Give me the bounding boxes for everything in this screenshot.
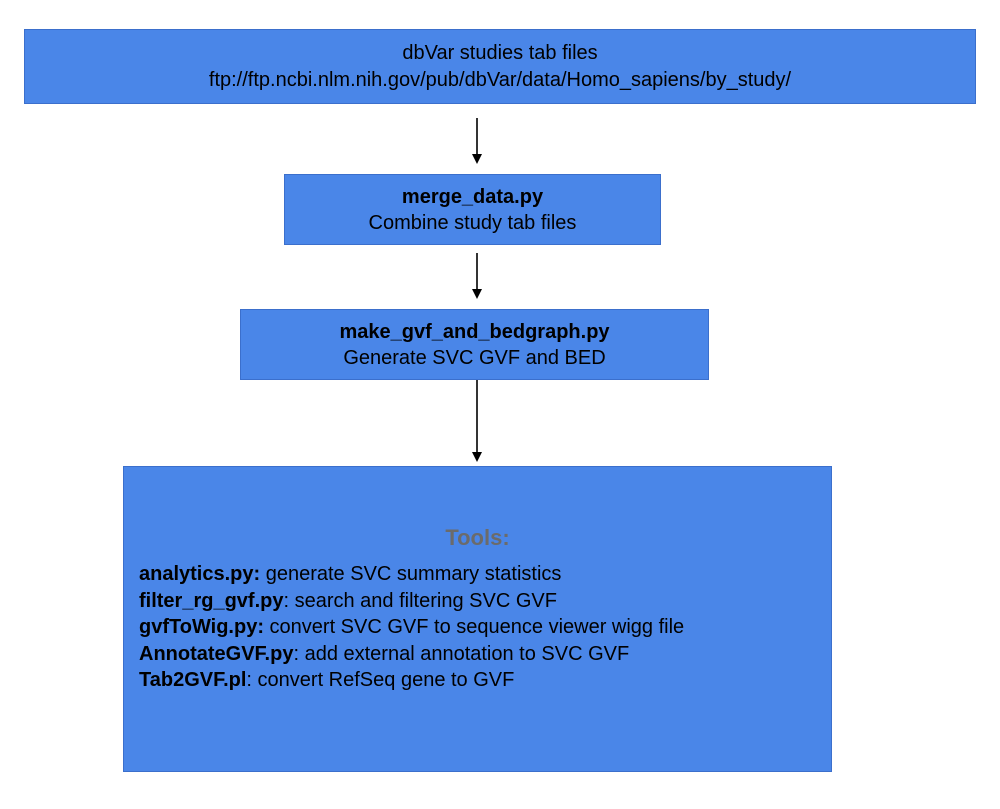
source-box: dbVar studies tab files ftp://ftp.ncbi.n… (24, 29, 976, 104)
tool-description: : convert RefSeq gene to GVF (246, 669, 515, 691)
tool-item: gvfToWig.py: convert SVC GVF to sequence… (139, 614, 684, 641)
tools-box: Tools: analytics.py: generate SVC summar… (123, 466, 832, 772)
source-title: dbVar studies tab files (402, 41, 598, 64)
arrowhead-make-to-tools (472, 452, 482, 462)
tool-name: filter_rg_gvf.py (139, 589, 284, 612)
make-description: Generate SVC GVF and BED (343, 346, 606, 369)
make-script-name: make_gvf_and_bedgraph.py (339, 320, 610, 343)
tool-name: analytics.py: (139, 563, 261, 585)
tool-item: AnnotateGVF.py: add external annotation … (139, 641, 684, 668)
make-box: make_gvf_and_bedgraph.py Generate SVC GV… (240, 309, 709, 380)
tool-item: analytics.py: generate SVC summary stati… (139, 561, 684, 588)
tool-item: Tab2GVF.pl: convert RefSeq gene to GVF (139, 667, 684, 694)
tool-name: AnnotateGVF.py (139, 642, 294, 665)
tool-name: Tab2GVF.pl (139, 669, 247, 691)
source-url: ftp://ftp.ncbi.nlm.nih.gov/pub/dbVar/dat… (208, 68, 792, 91)
merge-script-name: merge_data.py (401, 185, 544, 208)
merge-box: merge_data.py Combine study tab files (284, 174, 661, 245)
tool-description: convert SVC GVF to sequence viewer wigg … (263, 616, 685, 638)
tool-item: filter_rg_gvf.py: search and filtering S… (139, 588, 684, 615)
arrowhead-merge-to-make (472, 289, 482, 299)
tool-name: gvfToWig.py: (139, 616, 264, 638)
tool-description: : search and filtering SVC GVF (283, 589, 557, 612)
arrowhead-source-to-merge (472, 154, 482, 164)
tool-description: : add external annotation to SVC GVF (293, 642, 630, 665)
tools-list: analytics.py: generate SVC summary stati… (139, 561, 684, 694)
tool-description: generate SVC summary statistics (260, 563, 562, 585)
merge-description: Combine study tab files (368, 211, 577, 234)
tools-title: Tools: (445, 525, 510, 550)
